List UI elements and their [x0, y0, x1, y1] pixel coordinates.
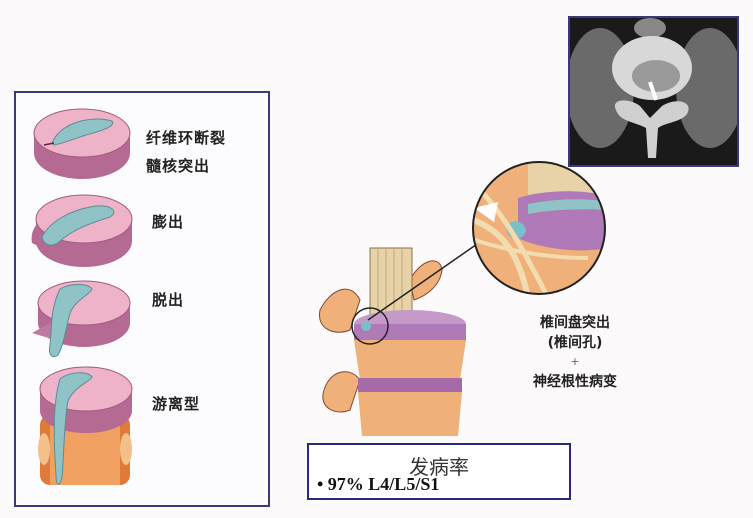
ct-scan-image: [568, 16, 739, 167]
zoom-connector-line: [367, 241, 481, 321]
type-label-nucleus-protrusion: 髓核突出: [146, 157, 211, 175]
type-label-extrusion: 脱出: [152, 291, 185, 309]
disc-annulus-tear-illustration: [33, 108, 131, 179]
incidence-box: 发病率 • 97% L4/L5/S1: [307, 443, 571, 500]
incidence-value: • 97% L4/L5/S1: [317, 474, 440, 494]
annotation-disc-herniation: 椎间盘突出: [540, 315, 610, 331]
type-label-sequestration: 游离型: [152, 395, 201, 413]
type-label-tear: 纤维环断裂: [146, 129, 227, 147]
annotation-plus: +: [570, 355, 580, 368]
type-label-bulge: 膨出: [152, 213, 185, 231]
herniation-types-panel: 纤维环断裂 髓核突出 膨出 脱出 游离型: [14, 91, 270, 507]
annotation-foramen: (椎间孔): [547, 335, 603, 351]
incidence-title: 发病率: [409, 455, 469, 479]
disc-bulge-illustration: [31, 194, 133, 267]
disc-extrusion-illustration: [32, 280, 131, 358]
magnified-foramen-illustration: [472, 161, 606, 295]
disc-sequestration-illustration: [38, 366, 133, 485]
annotation-radiculopathy: 神经根性病变: [533, 374, 617, 390]
ct-vertebra-graphic: [570, 18, 737, 165]
spine-illustration: [319, 247, 466, 436]
annotation-block: 椎间盘突出 (椎间孔) + 神经根性病变: [500, 312, 650, 391]
